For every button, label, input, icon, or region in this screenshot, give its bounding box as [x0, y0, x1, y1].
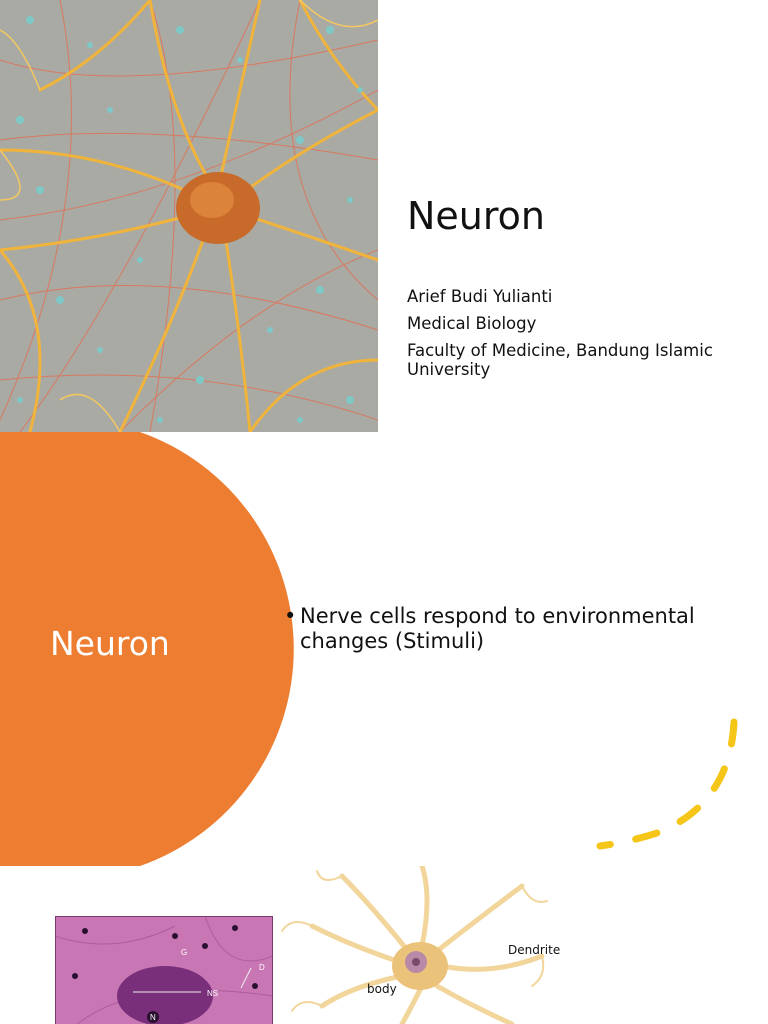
slide-neuron-images: G NS N D Dendrite body — [0, 866, 768, 1024]
author-name: Arief Budi Yulianti — [407, 287, 553, 306]
subtitle-block: Arief Budi Yulianti Medical Biology Facu… — [407, 287, 737, 387]
histo-label-ns: NS — [207, 989, 218, 998]
histo-label-d: D — [259, 963, 265, 972]
neuron-diagram-image — [281, 866, 548, 1024]
bullet-text: Nerve cells respond to environmental cha… — [300, 604, 695, 653]
bullet-dot: • — [284, 604, 297, 628]
orange-circle-shape — [0, 432, 294, 866]
slide-neuron-definition: Neuron • Nerve cells respond to environm… — [0, 432, 768, 866]
cell-body-label: body — [367, 982, 397, 996]
section-heading: Neuron — [50, 624, 170, 663]
dendrite-label: Dendrite — [508, 943, 561, 957]
department-name: Medical Biology — [407, 314, 537, 333]
histo-label-g: G — [181, 948, 187, 957]
histo-label-n: N — [150, 1013, 156, 1022]
histology-micrograph-image: G NS N D — [55, 916, 273, 1024]
faculty-name: Faculty of Medicine, Bandung Islamic Uni… — [407, 341, 713, 379]
dashed-arc-decoration — [596, 718, 738, 850]
slide-title: Neuron Arief Budi Yulianti Medical Biolo… — [0, 0, 768, 432]
slide-title-heading: Neuron — [407, 194, 546, 238]
neuron-illustration-image — [0, 0, 378, 432]
bullet-item: • Nerve cells respond to environmental c… — [284, 604, 734, 654]
